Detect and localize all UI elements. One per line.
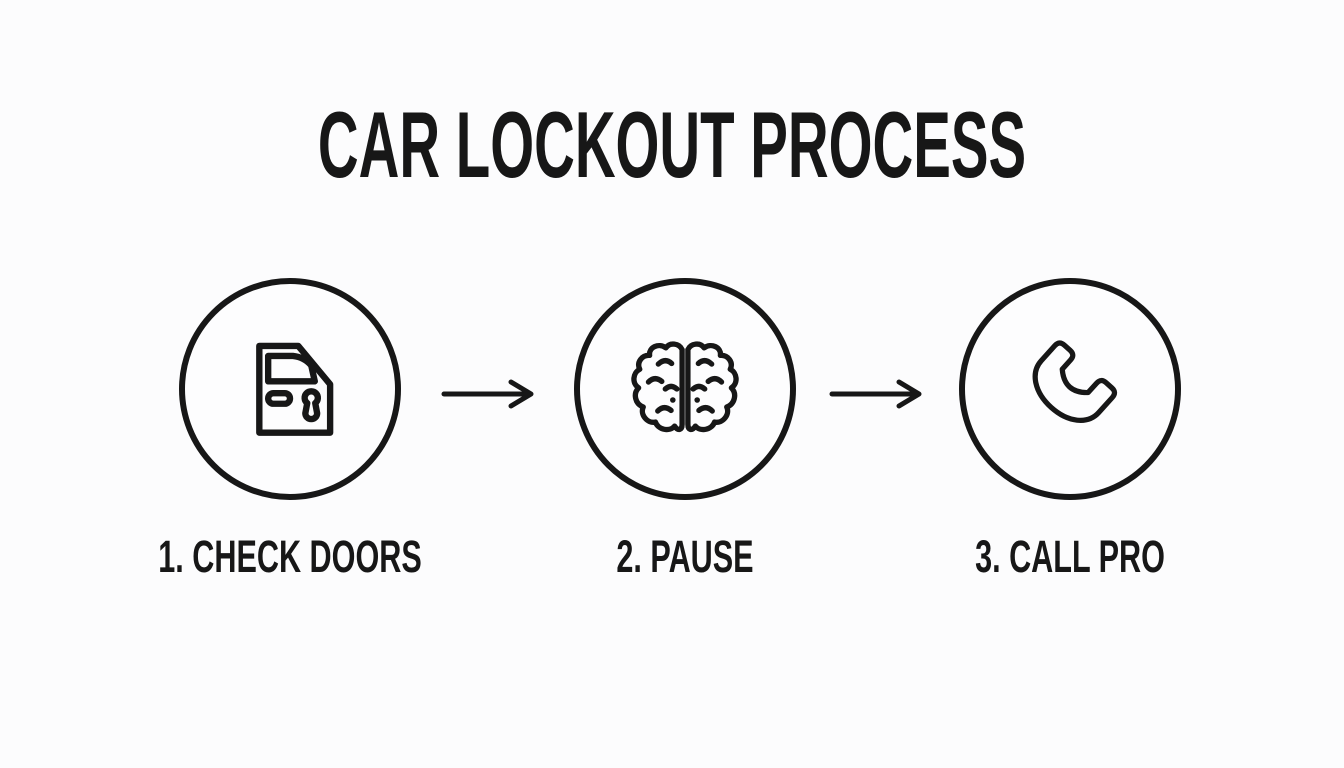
page-title: CAR LOCKOUT PROCESS [317, 92, 1027, 197]
step-2-label: 2. PAUSE [616, 531, 754, 582]
phone-handset-icon [1032, 340, 1118, 423]
step-3-label: 3. CALL PRO [975, 531, 1165, 582]
step-call-pro: 3. CALL PRO [870, 278, 1270, 579]
brain-icon [631, 331, 743, 447]
step-pause: 2. PAUSE [485, 278, 885, 579]
step-check-doors: 1. CHECK DOORS [90, 278, 490, 579]
step-1-label: 1. CHECK DOORS [158, 531, 422, 582]
arrow-right-icon [441, 379, 534, 409]
step-2-circle [574, 278, 796, 500]
step-3-circle [959, 278, 1181, 500]
arrow-right-icon [829, 379, 922, 409]
step-1-circle [179, 278, 401, 500]
car-door-icon [256, 342, 334, 436]
